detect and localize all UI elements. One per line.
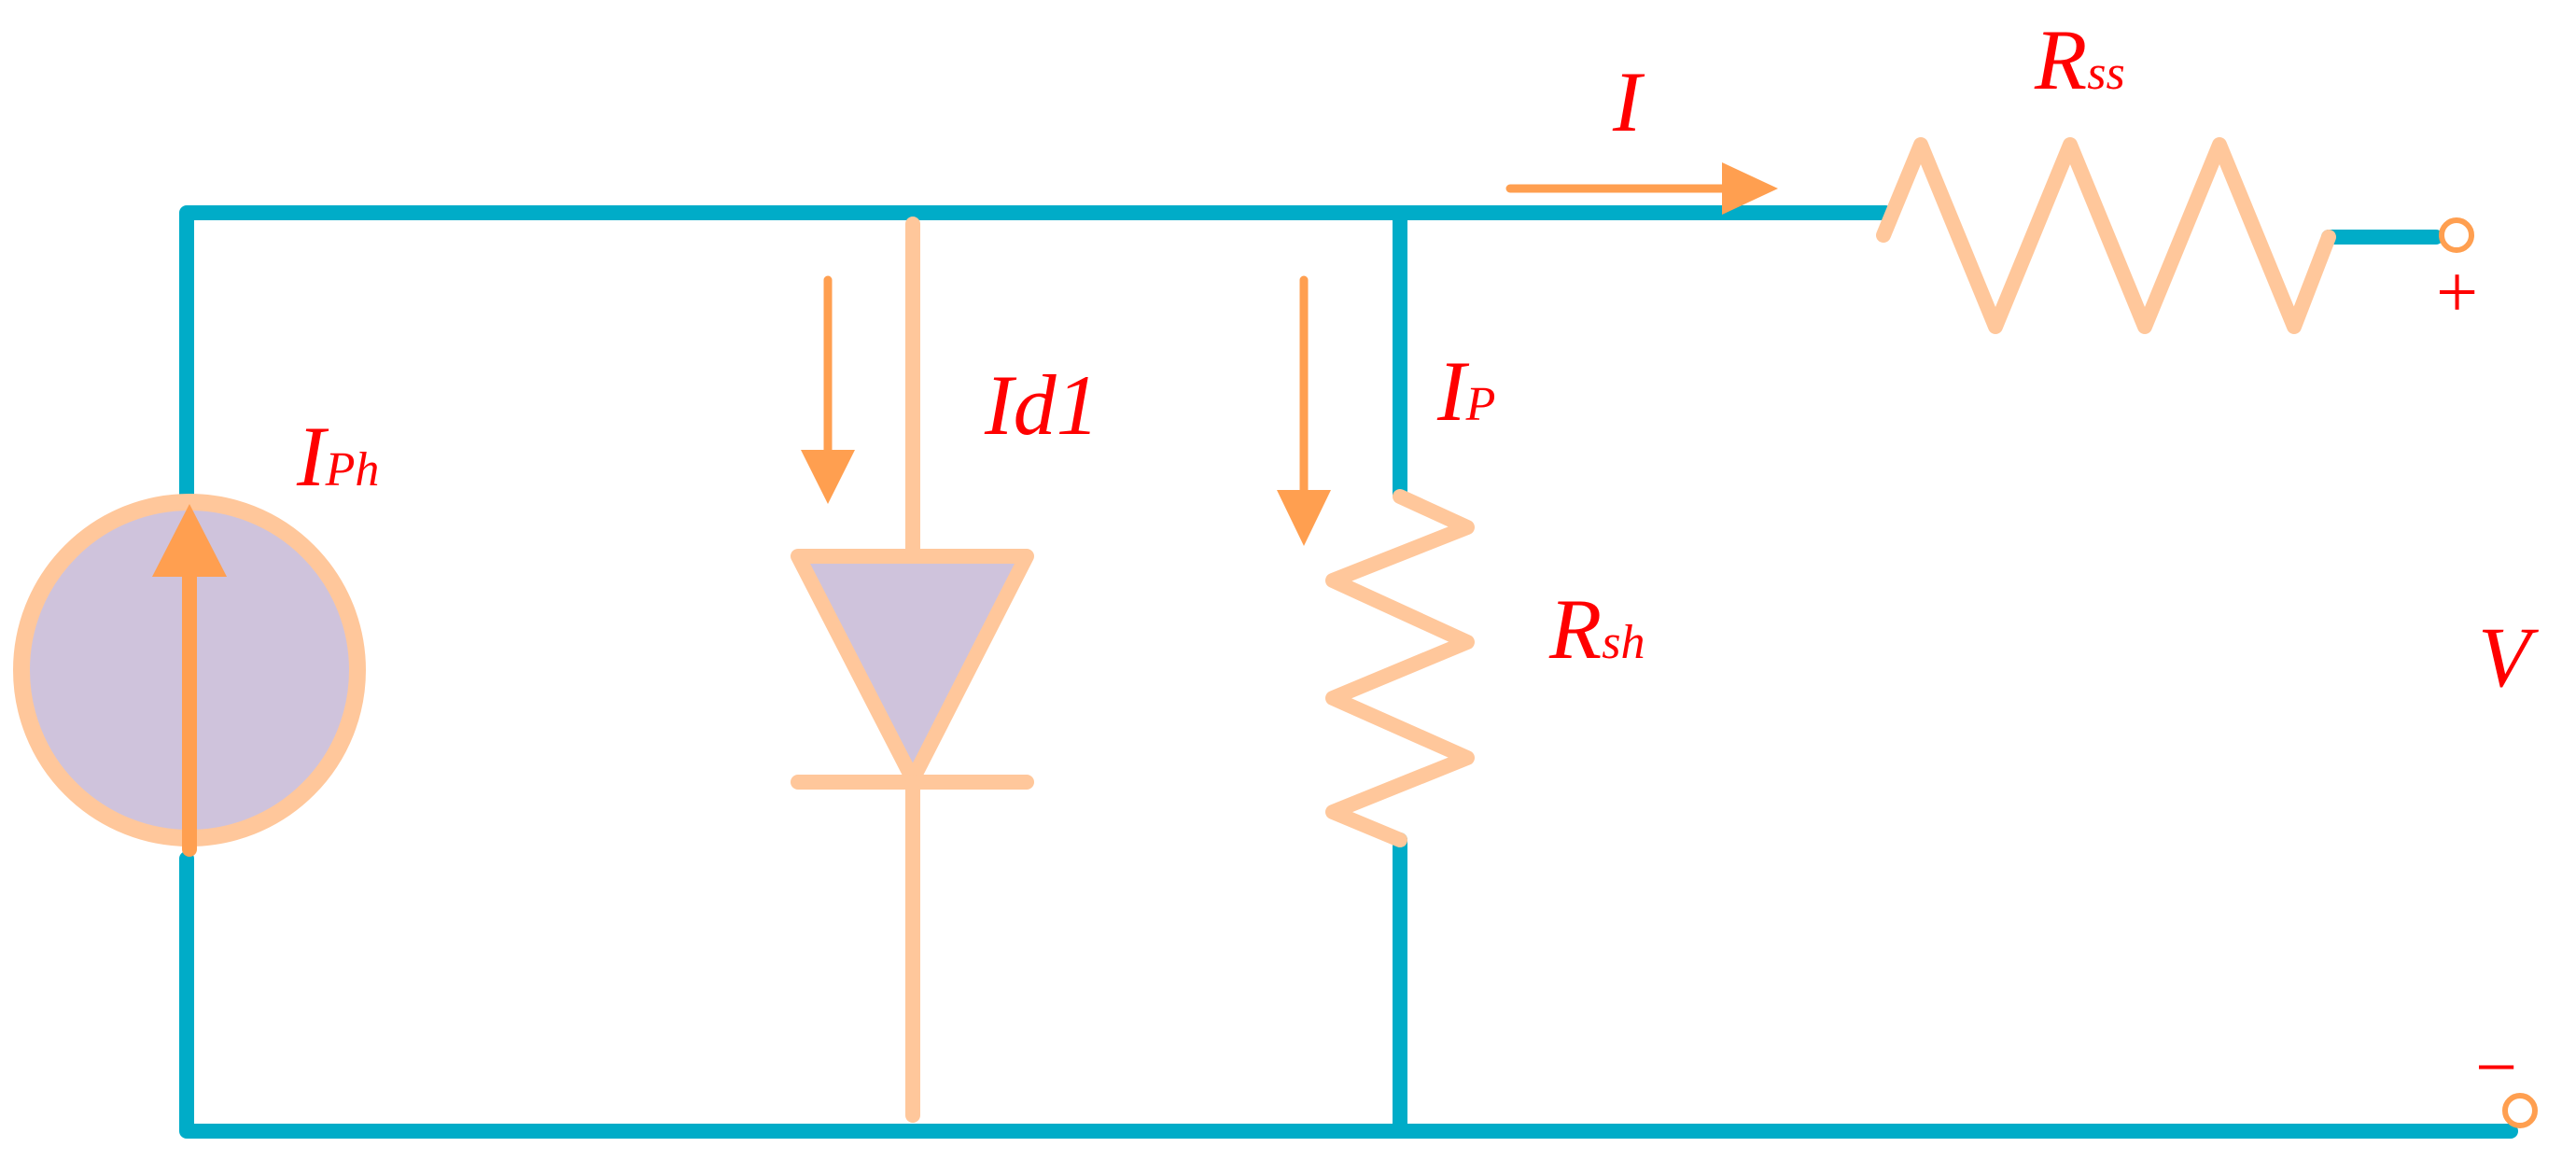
terminal-minus (2502, 1093, 2538, 1128)
arrow-id1 (801, 275, 855, 504)
wires (179, 205, 2518, 1139)
diode (791, 217, 1034, 1123)
top-wire (179, 205, 1893, 502)
shunt-resistor (1325, 489, 1475, 847)
label-photo-current-sub: Ph (325, 443, 380, 497)
label-plus: + (2436, 252, 2478, 334)
current-source-arrow-head (152, 504, 227, 577)
arrow-ip-head (1277, 490, 1331, 546)
label-shunt-current: IP (1436, 343, 1495, 439)
label-current-i: I (1612, 54, 1645, 149)
arrow-i (1505, 162, 1778, 215)
label-voltage: V (2478, 609, 2540, 705)
label-shunt-resistor: Rsh (1548, 581, 1645, 677)
arrow-id1-head (801, 450, 855, 504)
left-bottom-wire (179, 851, 1407, 1139)
label-series-resistor: Rss (2034, 12, 2125, 107)
diode-triangle (791, 549, 1034, 787)
label-diode-current: Id1 (984, 357, 1099, 453)
current-source (13, 494, 366, 857)
label-shunt-current-sub: P (1465, 378, 1496, 431)
label-shunt-resistor-main: R (1548, 581, 1602, 677)
label-photo-current-main: I (296, 409, 329, 504)
arrow-ip (1277, 275, 1331, 546)
label-minus: − (2475, 1027, 2517, 1109)
label-series-resistor-main: R (2034, 12, 2087, 107)
series-resistor (1876, 137, 2336, 334)
terminal-plus (2439, 217, 2474, 253)
arrow-i-head (1722, 162, 1778, 215)
label-shunt-current-main: I (1436, 343, 1470, 439)
label-series-resistor-sub: ss (2087, 47, 2124, 100)
label-photo-current: IPh (296, 409, 379, 504)
label-shunt-resistor-sub: sh (1602, 616, 1645, 669)
